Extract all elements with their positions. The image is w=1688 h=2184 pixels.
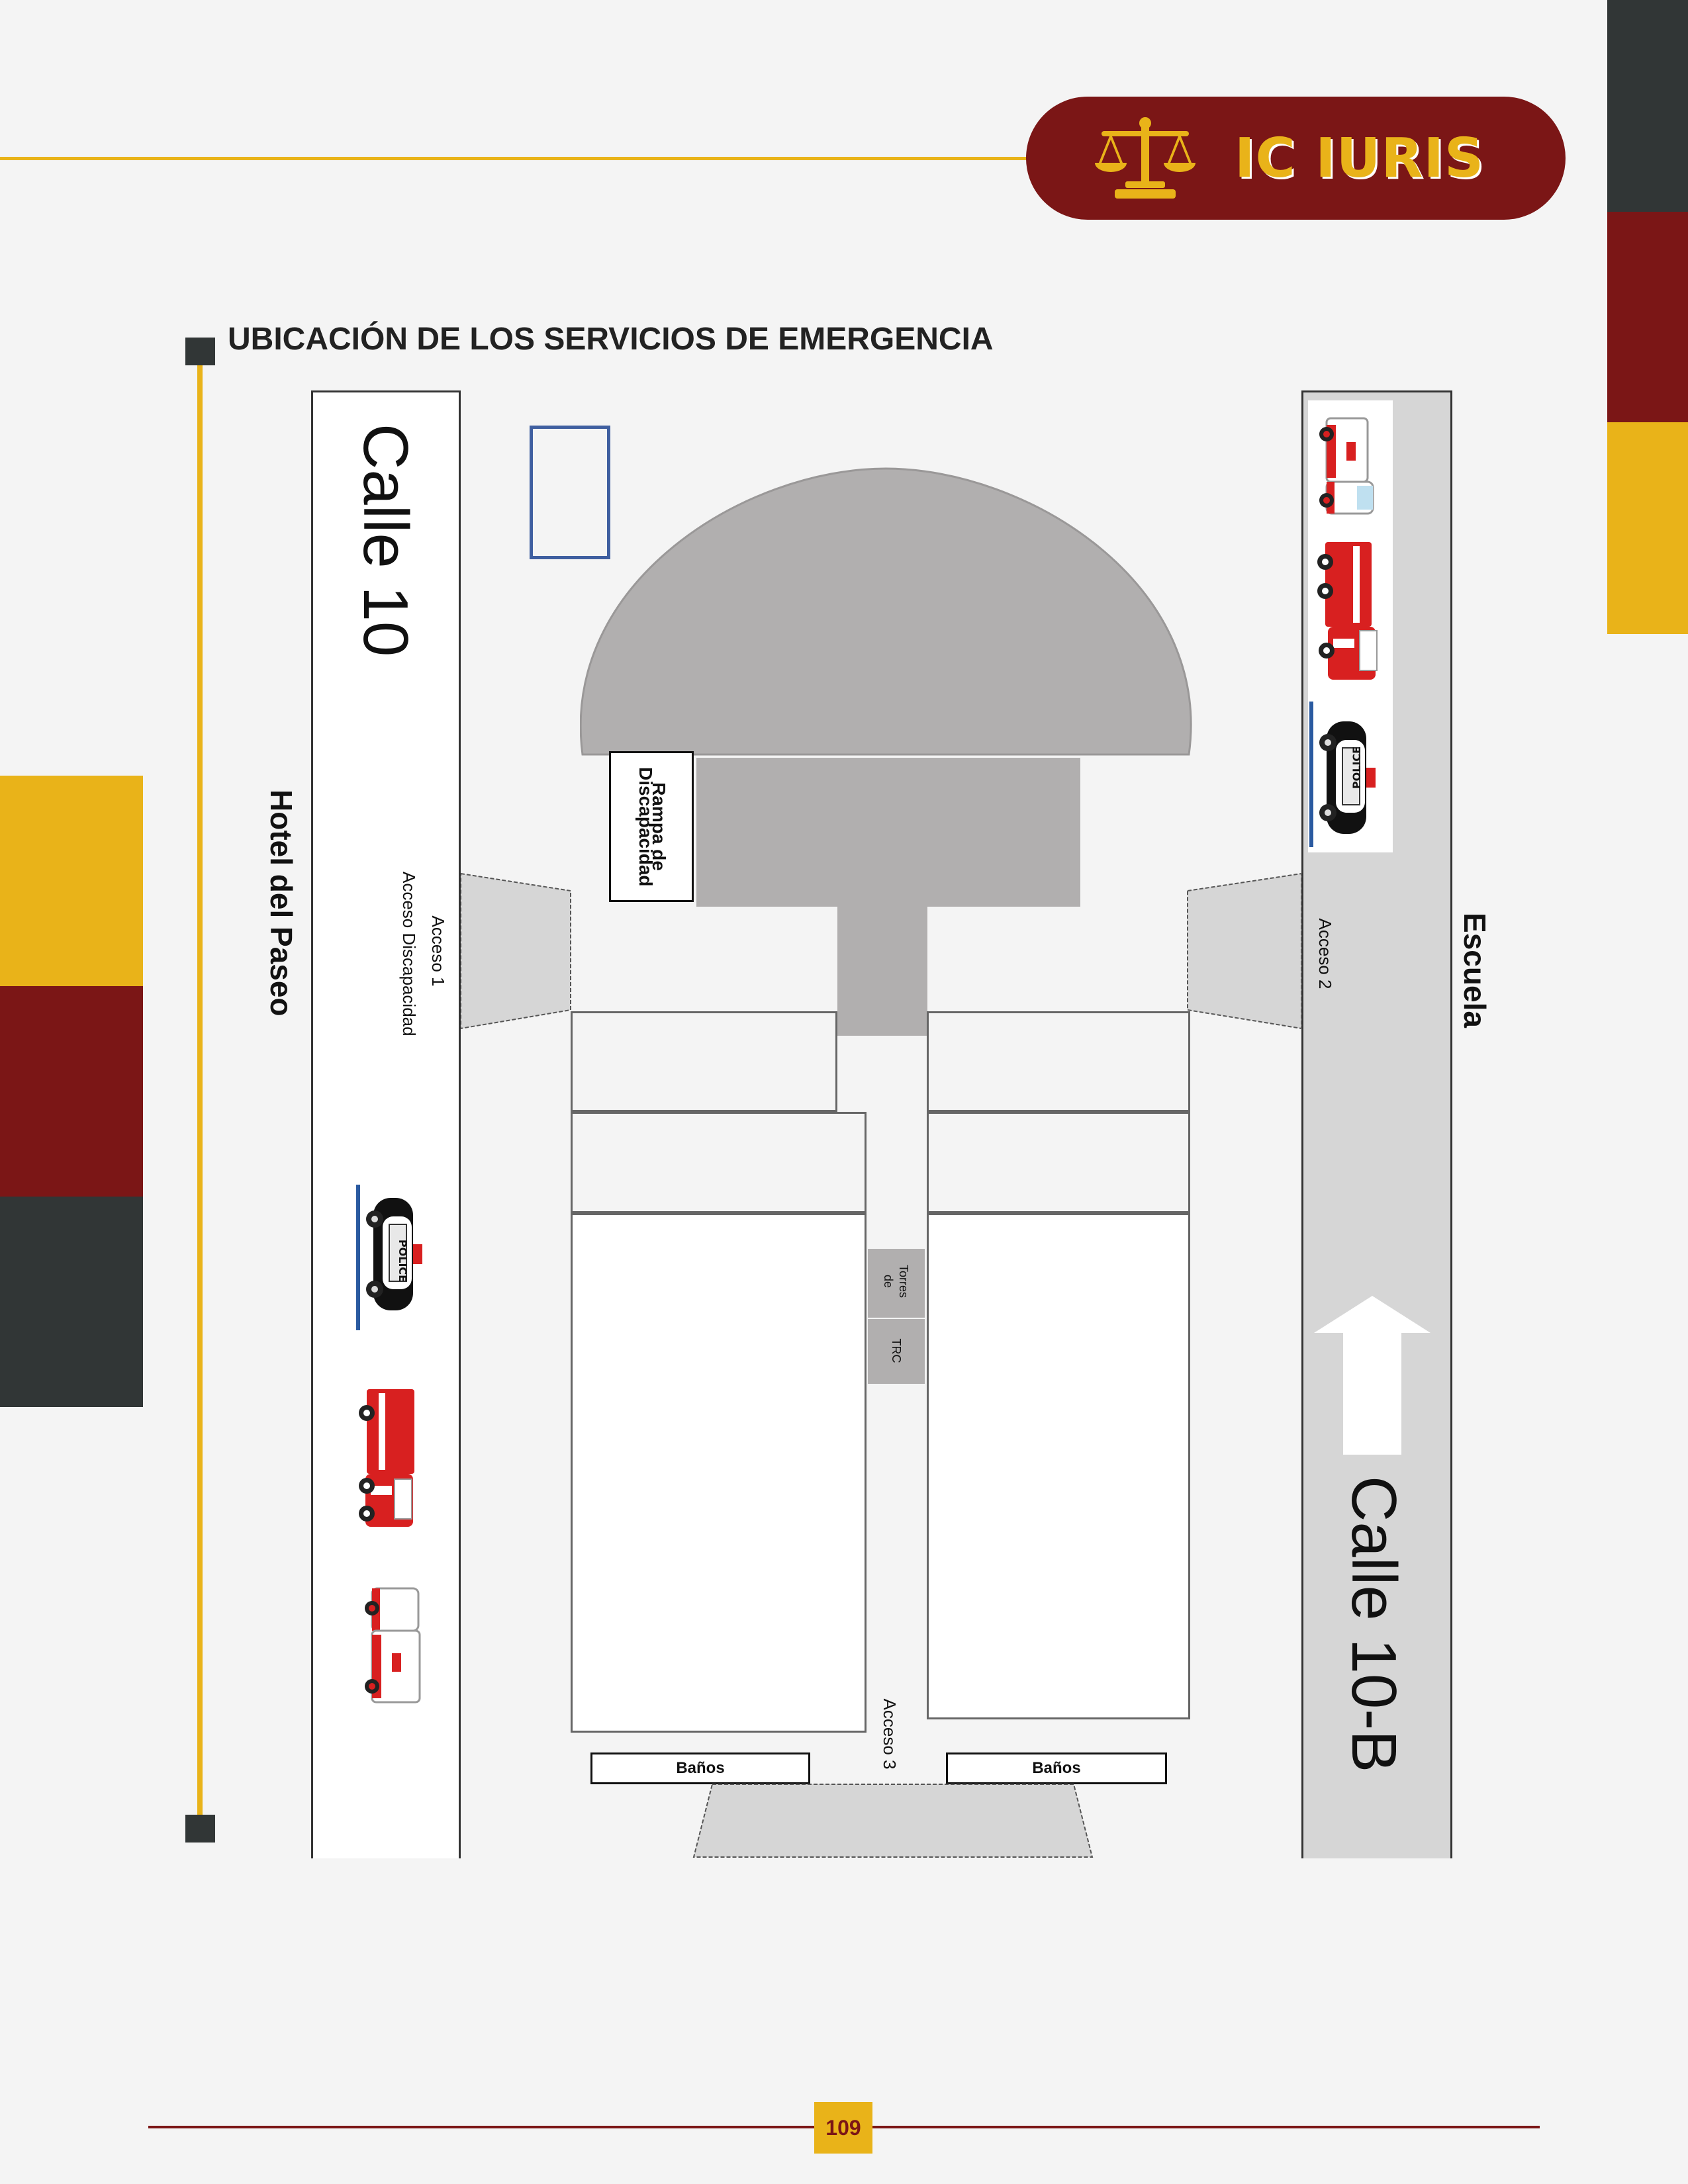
right-band-maroon bbox=[1607, 212, 1688, 422]
fire-truck-icon bbox=[1317, 542, 1378, 680]
access-1-label: Acceso 1 bbox=[428, 915, 448, 987]
bathroom-right: Baños bbox=[946, 1752, 1167, 1784]
left-wing-main bbox=[571, 1213, 867, 1733]
school-label: Escuela bbox=[1458, 913, 1492, 1028]
right-band-gold bbox=[1607, 422, 1688, 634]
ambulance-icon bbox=[1319, 417, 1374, 515]
towers-block-top bbox=[868, 1249, 925, 1318]
arrow-up-icon bbox=[1314, 1296, 1430, 1455]
section-title: UBICACIÓN DE LOS SERVICIOS DE EMERGENCIA bbox=[228, 322, 994, 357]
vertical-gold-rule bbox=[197, 365, 203, 1815]
brand-name: IC IURIS bbox=[1235, 127, 1485, 190]
police-plate-right: POLICE bbox=[1350, 746, 1363, 790]
access-2-label: Acceso 2 bbox=[1315, 918, 1335, 989]
page-number-box: 109 bbox=[814, 2102, 872, 2154]
title-bullet-square bbox=[185, 338, 215, 365]
police-car-icon bbox=[1309, 702, 1376, 847]
left-band-gold bbox=[0, 776, 143, 986]
header-rule bbox=[0, 157, 1033, 160]
street-right-label: Calle 10-B bbox=[1338, 1476, 1409, 1773]
bathroom-right-label: Baños bbox=[1032, 1759, 1081, 1777]
left-band-maroon bbox=[0, 986, 143, 1197]
access-corridor-right bbox=[1187, 872, 1302, 1030]
hotel-label: Hotel del Paseo bbox=[264, 790, 299, 1017]
central-block bbox=[696, 758, 1080, 907]
fire-truck-left-icon bbox=[359, 1389, 414, 1527]
police-car-left-icon bbox=[356, 1185, 422, 1330]
towers-label-line3: TRC bbox=[890, 1338, 903, 1363]
right-band-charcoal bbox=[1607, 0, 1688, 212]
right-wing-top bbox=[927, 1011, 1190, 1112]
right-wing-middle bbox=[927, 1112, 1190, 1213]
blue-outline-box bbox=[530, 426, 610, 559]
left-wing-middle bbox=[571, 1112, 867, 1213]
page-number: 109 bbox=[825, 2116, 861, 2140]
access-disability-label: Acceso Discapacidad bbox=[399, 872, 419, 1036]
street-left-label: Calle 10 bbox=[350, 424, 421, 657]
police-plate-left: POLICE bbox=[397, 1239, 409, 1283]
towers-block-bottom bbox=[868, 1319, 925, 1384]
access-3-label: Acceso 3 bbox=[880, 1698, 900, 1770]
towers-label-line1: Torres bbox=[897, 1264, 910, 1298]
bathroom-left: Baños bbox=[590, 1752, 810, 1784]
access-corridor-left bbox=[461, 872, 571, 1030]
brand-pill: IC IURIS bbox=[1026, 97, 1566, 220]
ramp-sign bbox=[609, 751, 694, 902]
ambulance-left-icon bbox=[365, 1587, 421, 1704]
left-band-charcoal bbox=[0, 1197, 143, 1407]
central-corridor bbox=[837, 907, 927, 1036]
bathroom-left-label: Baños bbox=[676, 1759, 725, 1777]
left-wing-top bbox=[571, 1011, 837, 1112]
bottom-plaza bbox=[692, 1784, 1094, 1858]
rule-bottom-square bbox=[185, 1815, 215, 1843]
right-wing-main bbox=[927, 1213, 1190, 1719]
ramp-label-line2: Discapacidad bbox=[635, 767, 656, 887]
dome-building bbox=[580, 467, 1192, 756]
scales-of-justice-icon bbox=[1095, 117, 1196, 199]
towers-label-line2: de bbox=[882, 1274, 895, 1289]
